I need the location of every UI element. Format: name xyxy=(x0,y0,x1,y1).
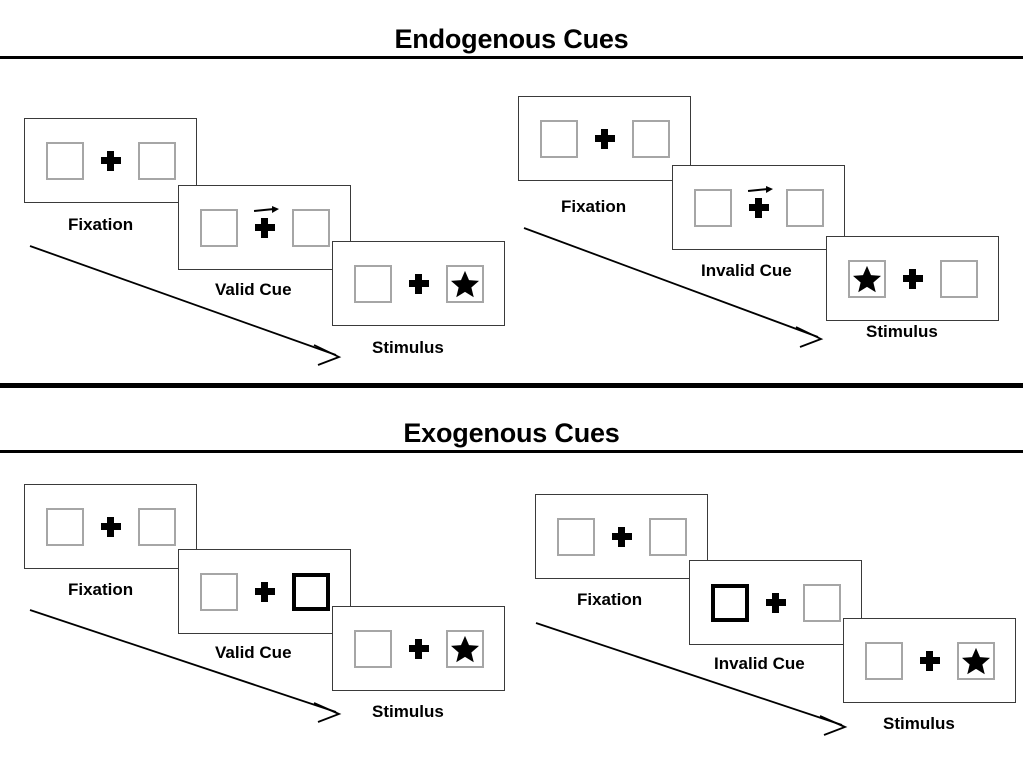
section-title-exogenous: Exogenous Cues xyxy=(0,418,1023,453)
fixation-cross-icon xyxy=(919,650,940,671)
panel-label: Invalid Cue xyxy=(714,654,805,673)
panel-label: Stimulus xyxy=(866,322,938,341)
trial-panel[interactable] xyxy=(178,185,351,270)
target-box-left xyxy=(847,259,886,298)
time-flow-arrow-icon xyxy=(523,227,824,348)
rightward-arrow-icon xyxy=(253,205,279,213)
star-icon xyxy=(450,270,479,297)
panel-label: Fixation xyxy=(561,197,627,216)
target-box-left-cued xyxy=(710,583,749,622)
section-title-exogenous-text: Exogenous Cues xyxy=(403,418,620,448)
trial-panel[interactable] xyxy=(826,236,999,321)
fixation-cross-icon xyxy=(100,516,121,537)
star-icon xyxy=(961,647,990,674)
trial-panel[interactable] xyxy=(535,494,708,579)
target-box-left xyxy=(693,188,732,227)
fixation-cross-icon xyxy=(611,526,632,547)
trial-panel[interactable] xyxy=(672,165,845,250)
trial-panel[interactable] xyxy=(843,618,1016,703)
target-box-right xyxy=(956,641,995,680)
fixation-cross-icon xyxy=(254,581,275,602)
panel-label: Stimulus xyxy=(372,702,444,721)
fixation-cross-icon xyxy=(253,205,279,238)
fixation-cross-icon xyxy=(765,592,786,613)
target-box-right xyxy=(445,264,484,303)
fixation-cross-icon xyxy=(594,128,615,149)
panel-label: Fixation xyxy=(577,590,643,609)
target-box-left xyxy=(199,208,238,247)
trial-panel[interactable] xyxy=(332,606,505,691)
target-box-left xyxy=(45,507,84,546)
trial-panel[interactable] xyxy=(178,549,351,634)
target-box-left xyxy=(539,119,578,158)
trial-panel[interactable] xyxy=(518,96,691,181)
trial-panel[interactable] xyxy=(332,241,505,326)
panel-label: Stimulus xyxy=(372,338,444,357)
target-box-left xyxy=(45,141,84,180)
target-box-right xyxy=(785,188,824,227)
time-flow-arrow-icon xyxy=(29,609,342,723)
target-box-right xyxy=(445,629,484,668)
panel-label: Fixation xyxy=(68,580,134,599)
trial-panel[interactable] xyxy=(24,484,197,569)
target-box-right xyxy=(291,208,330,247)
target-box-left xyxy=(556,517,595,556)
section-title-endogenous-text: Endogenous Cues xyxy=(394,24,629,54)
target-box-right xyxy=(648,517,687,556)
fixation-cross-icon xyxy=(100,150,121,171)
target-box-right xyxy=(631,119,670,158)
panel-label: Invalid Cue xyxy=(701,261,792,280)
panel-label: Valid Cue xyxy=(215,280,292,299)
target-box-left xyxy=(353,629,392,668)
star-icon xyxy=(852,265,881,292)
target-box-right xyxy=(939,259,978,298)
section-title-endogenous: Endogenous Cues xyxy=(0,24,1023,59)
section-divider xyxy=(0,383,1023,388)
star-icon xyxy=(450,635,479,662)
fixation-cross-icon xyxy=(408,638,429,659)
target-box-left xyxy=(199,572,238,611)
target-box-right xyxy=(137,141,176,180)
panel-label: Valid Cue xyxy=(215,643,292,662)
trial-panel[interactable] xyxy=(689,560,862,645)
target-box-right xyxy=(802,583,841,622)
time-flow-arrow-icon xyxy=(29,245,342,366)
fixation-cross-icon xyxy=(408,273,429,294)
target-box-left xyxy=(864,641,903,680)
target-box-right-cued xyxy=(291,572,330,611)
panel-label: Stimulus xyxy=(883,714,955,733)
rightward-arrow-icon xyxy=(747,185,773,193)
target-box-right xyxy=(137,507,176,546)
target-box-left xyxy=(353,264,392,303)
fixation-cross-icon xyxy=(747,185,773,218)
fixation-cross-icon xyxy=(902,268,923,289)
panel-label: Fixation xyxy=(68,215,134,234)
time-flow-arrow-icon xyxy=(535,622,848,736)
trial-panel[interactable] xyxy=(24,118,197,203)
